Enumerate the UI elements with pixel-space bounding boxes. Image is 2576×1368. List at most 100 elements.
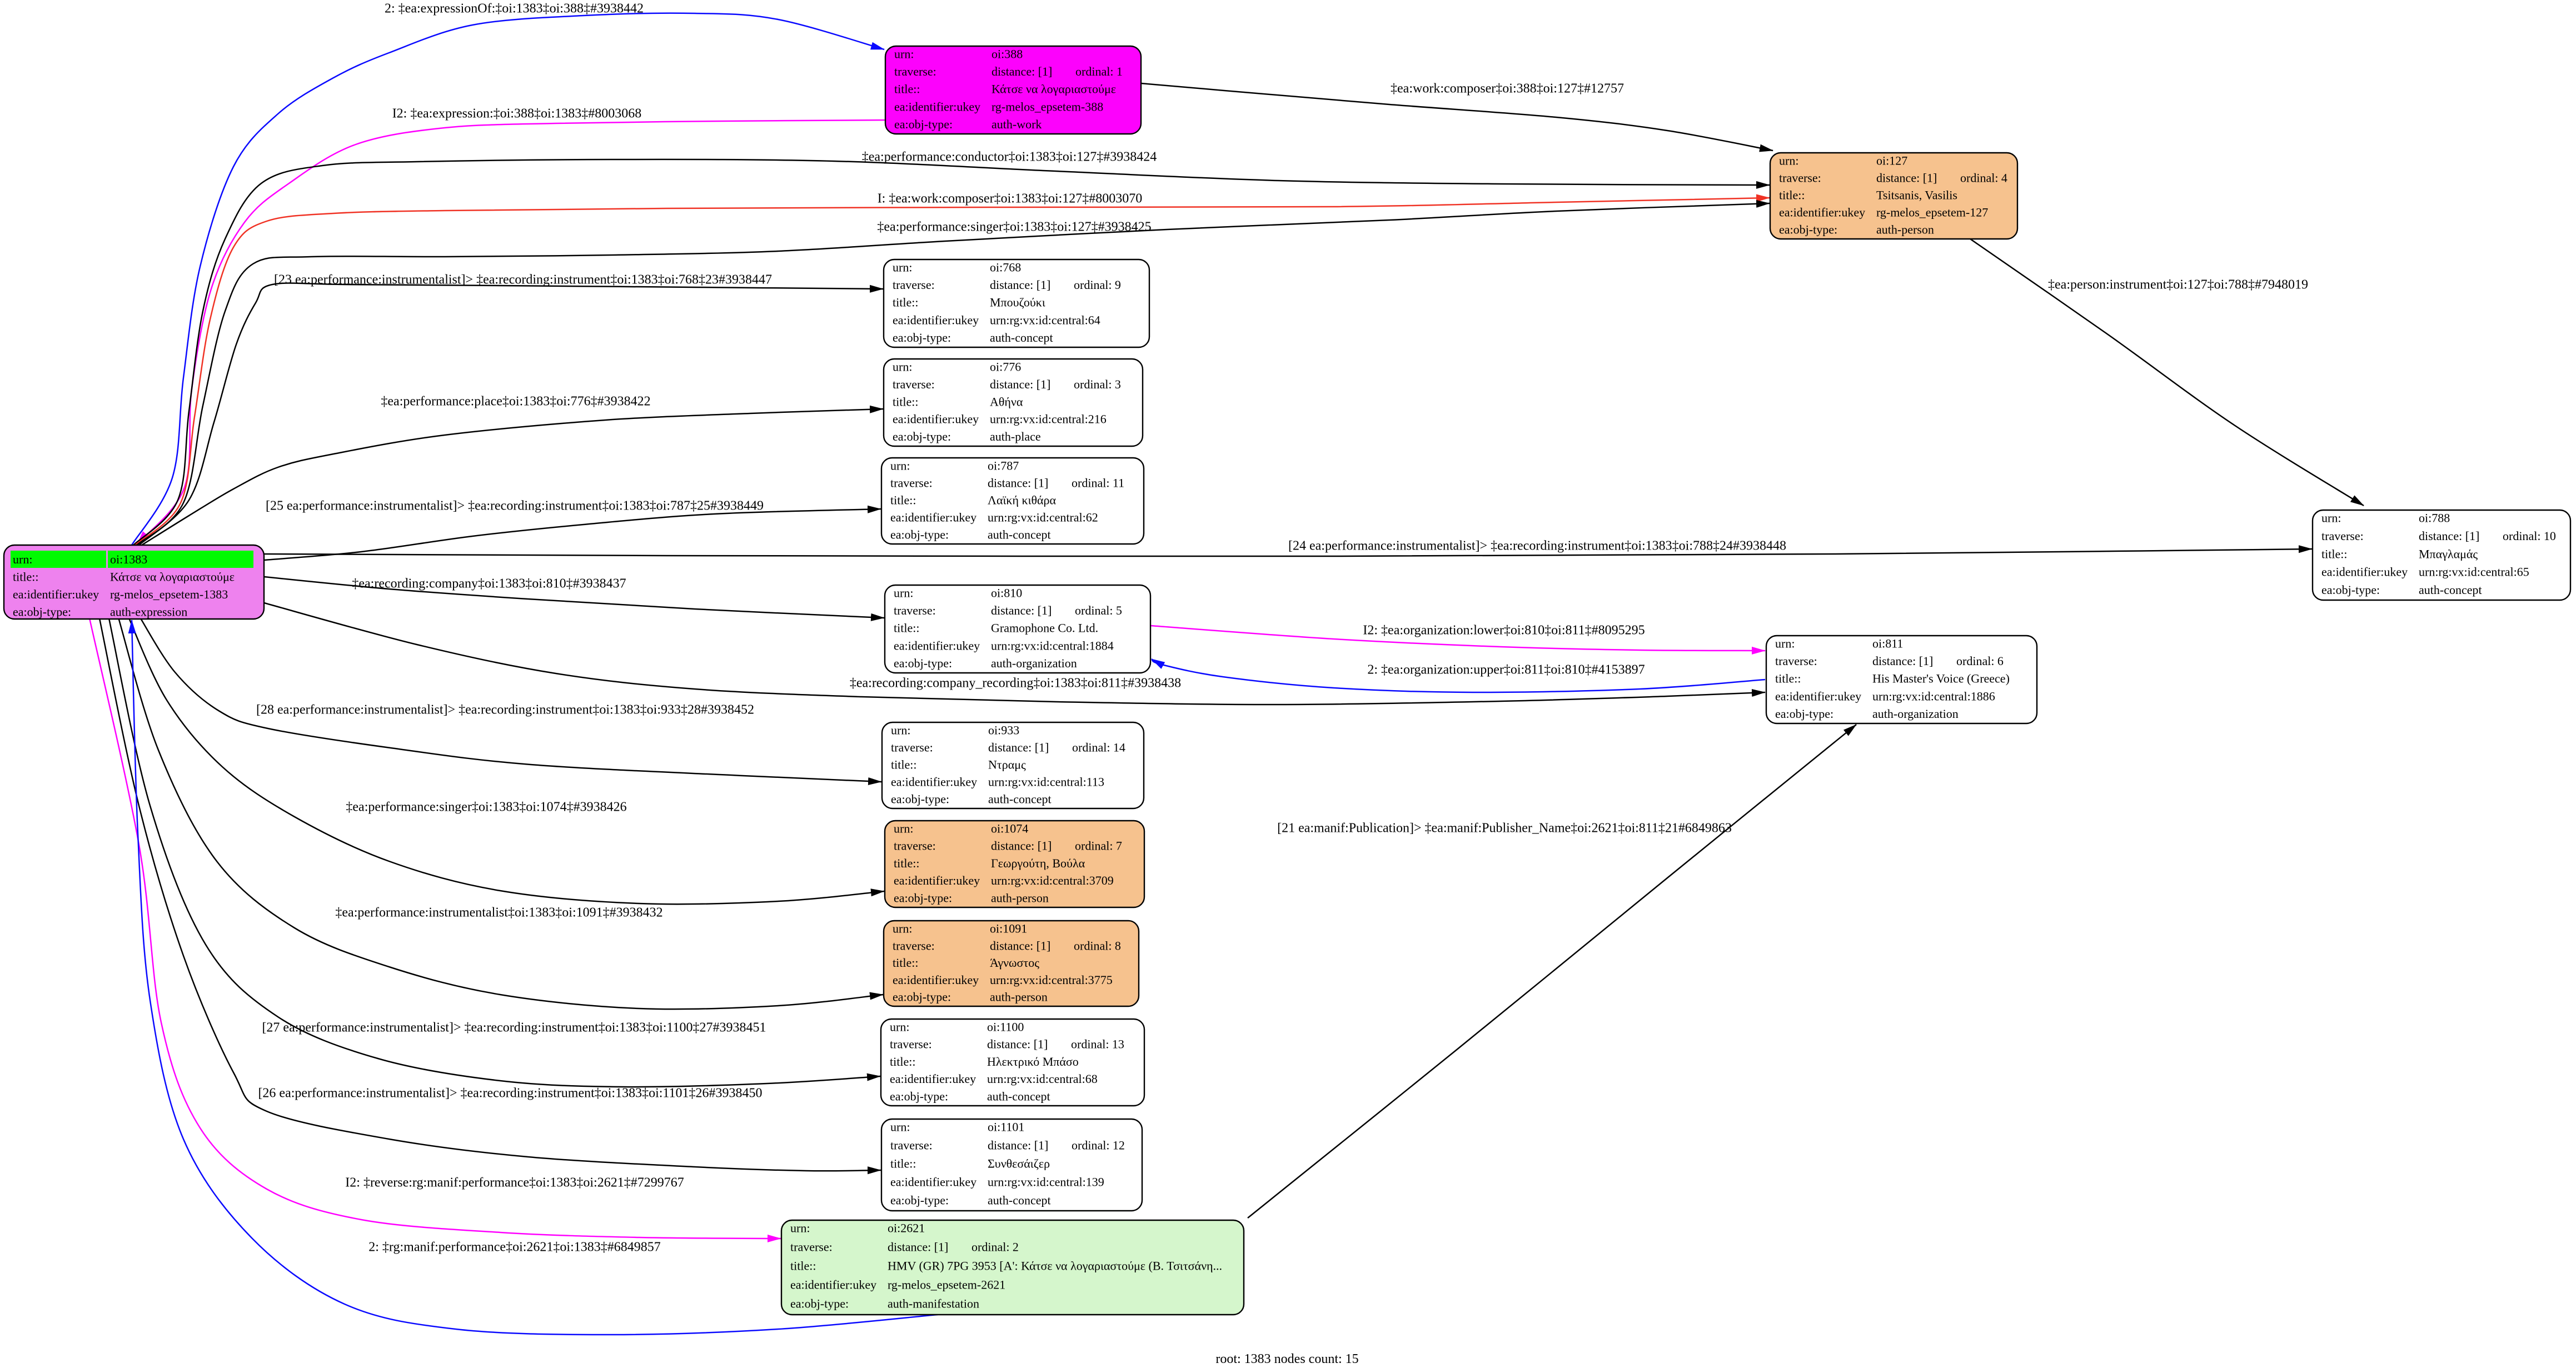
svg-text:auth-person: auth-person <box>990 990 1048 1004</box>
svg-text:auth-work: auth-work <box>991 117 1042 131</box>
svg-text:urn:rg:vx:id:central:65: urn:rg:vx:id:central:65 <box>2419 565 2529 579</box>
svg-text:auth-concept: auth-concept <box>987 1089 1050 1103</box>
svg-text:ea:identifier:ukey: ea:identifier:ukey <box>893 412 979 426</box>
svg-text:ordinal: 11: ordinal: 11 <box>1072 476 1124 490</box>
svg-text:title::: title:: <box>13 570 38 584</box>
svg-text:urn:rg:vx:id:central:113: urn:rg:vx:id:central:113 <box>988 775 1104 789</box>
svg-text:oi:388: oi:388 <box>991 47 1023 61</box>
svg-text:ea:obj-type:: ea:obj-type: <box>893 430 951 443</box>
svg-text:ea:identifier:ukey: ea:identifier:ukey <box>893 973 979 987</box>
svg-text:ordinal: 1: ordinal: 1 <box>1075 64 1123 78</box>
svg-text:ea:obj-type:: ea:obj-type: <box>2321 583 2380 597</box>
svg-text:distance: [1]: distance: [1] <box>991 839 1052 853</box>
svg-text:distance: [1]: distance: [1] <box>987 1037 1048 1051</box>
svg-text:ea:obj-type:: ea:obj-type: <box>890 528 949 542</box>
svg-text:[23 ea:performance:instrumenta: [23 ea:performance:instrumentalist]> ‡ea… <box>274 273 772 287</box>
svg-text:traverse:: traverse: <box>893 278 935 292</box>
svg-text:ea:obj-type:: ea:obj-type: <box>893 331 951 345</box>
svg-text:ordinal: 8: ordinal: 8 <box>1074 938 1121 952</box>
svg-text:auth-organization: auth-organization <box>1872 707 1959 721</box>
svg-text:title::: title:: <box>2321 547 2347 561</box>
svg-text:ordinal: 5: ordinal: 5 <box>1075 603 1122 617</box>
svg-text:auth-person: auth-person <box>1876 223 1934 237</box>
svg-text:ordinal: 12: ordinal: 12 <box>1072 1139 1125 1152</box>
svg-text:traverse:: traverse: <box>891 741 933 755</box>
svg-text:auth-expression: auth-expression <box>110 605 187 619</box>
svg-text:I2: ‡reverse:rg:manif:performa: I2: ‡reverse:rg:manif:performance‡oi:138… <box>345 1176 684 1190</box>
svg-text:urn:rg:vx:id:central:68: urn:rg:vx:id:central:68 <box>987 1072 1098 1086</box>
svg-text:Μπαγλαμάς: Μπαγλαμάς <box>2419 547 2478 561</box>
svg-text:title::: title:: <box>893 956 918 970</box>
svg-text:I2: ‡ea:expression:‡oi:388‡oi:: I2: ‡ea:expression:‡oi:388‡oi:1383‡#8003… <box>392 107 642 121</box>
svg-text:distance: [1]: distance: [1] <box>1872 654 1933 668</box>
svg-text:urn:rg:vx:id:central:64: urn:rg:vx:id:central:64 <box>990 313 1100 327</box>
svg-text:urn:: urn: <box>894 586 913 600</box>
svg-text:ea:identifier:ukey: ea:identifier:ukey <box>893 313 979 327</box>
svg-text:distance: [1]: distance: [1] <box>991 64 1052 78</box>
svg-text:urn:: urn: <box>890 1120 910 1134</box>
svg-text:I2: ‡ea:organization:lower‡oi:: I2: ‡ea:organization:lower‡oi:810‡oi:811… <box>1363 623 1645 638</box>
svg-text:ea:obj-type:: ea:obj-type: <box>894 117 953 131</box>
svg-text:distance: [1]: distance: [1] <box>988 476 1048 490</box>
svg-text:ea:identifier:ukey: ea:identifier:ukey <box>890 511 976 525</box>
svg-text:Gramophone Co. Ltd.: Gramophone Co. Ltd. <box>991 621 1098 635</box>
svg-text:‡ea:recording:company‡oi:1383‡: ‡ea:recording:company‡oi:1383‡oi:810‡#39… <box>352 577 626 591</box>
svg-text:urn:rg:vx:id:central:3709: urn:rg:vx:id:central:3709 <box>991 873 1114 887</box>
svg-text:urn:: urn: <box>894 822 913 836</box>
svg-text:title::: title:: <box>893 395 918 408</box>
svg-text:I: ‡ea:work:composer‡oi:1383‡o: I: ‡ea:work:composer‡oi:1383‡oi:127‡#800… <box>878 192 1143 206</box>
svg-text:ordinal: 14: ordinal: 14 <box>1072 741 1125 755</box>
svg-text:Γεωργούτη, Βούλα: Γεωργούτη, Βούλα <box>991 856 1085 870</box>
svg-text:2: ‡ea:expressionOf:‡oi:1383‡o: 2: ‡ea:expressionOf:‡oi:1383‡oi:388‡#393… <box>385 2 644 16</box>
svg-text:root: 1383 nodes count: 15: root: 1383 nodes count: 15 <box>1215 1352 1358 1366</box>
svg-text:Κάτσε να λογαριαστούμε: Κάτσε να λογαριαστούμε <box>991 82 1116 96</box>
svg-text:auth-concept: auth-concept <box>990 331 1053 345</box>
svg-text:urn:rg:vx:id:central:3775: urn:rg:vx:id:central:3775 <box>990 973 1113 987</box>
svg-text:ea:identifier:ukey: ea:identifier:ukey <box>13 587 99 601</box>
svg-text:ordinal: 4: ordinal: 4 <box>1960 171 2007 185</box>
svg-text:distance: [1]: distance: [1] <box>988 741 1049 755</box>
svg-text:oi:1101: oi:1101 <box>988 1120 1024 1134</box>
svg-text:oi:1383: oi:1383 <box>110 552 147 566</box>
svg-text:traverse:: traverse: <box>1775 654 1817 668</box>
svg-text:HMV (GR) 7PG 3953 [Α': Κάτσε ν: HMV (GR) 7PG 3953 [Α': Κάτσε να λογαριασ… <box>888 1259 1222 1273</box>
svg-text:traverse:: traverse: <box>894 603 936 617</box>
svg-text:urn:: urn: <box>890 1020 909 1034</box>
svg-text:ea:identifier:ukey: ea:identifier:ukey <box>894 638 980 652</box>
svg-text:Μπουζούκι: Μπουζούκι <box>990 296 1045 309</box>
svg-text:traverse:: traverse: <box>890 1037 932 1051</box>
svg-text:urn:: urn: <box>893 360 912 374</box>
svg-text:urn:: urn: <box>894 47 914 61</box>
svg-text:Συνθεσάιζερ: Συνθεσάιζερ <box>988 1157 1050 1171</box>
svg-text:ea:obj-type:: ea:obj-type: <box>890 1089 948 1103</box>
svg-text:distance: [1]: distance: [1] <box>1876 171 1937 185</box>
svg-text:traverse:: traverse: <box>790 1240 833 1254</box>
svg-text:title::: title:: <box>790 1259 816 1273</box>
svg-text:urn:rg:vx:id:central:139: urn:rg:vx:id:central:139 <box>988 1175 1104 1189</box>
svg-text:distance: [1]: distance: [1] <box>988 1139 1048 1152</box>
svg-text:urn:: urn: <box>790 1221 810 1235</box>
svg-text:rg-melos_epsetem-127: rg-melos_epsetem-127 <box>1876 206 1988 219</box>
svg-text:auth-concept: auth-concept <box>988 792 1052 806</box>
svg-text:traverse:: traverse: <box>894 839 936 853</box>
svg-text:ea:identifier:ukey: ea:identifier:ukey <box>890 1072 976 1086</box>
svg-text:[25 ea:performance:instrumenta: [25 ea:performance:instrumentalist]> ‡ea… <box>266 499 764 513</box>
svg-text:auth-place: auth-place <box>990 430 1041 443</box>
svg-text:distance: [1]: distance: [1] <box>2419 529 2479 543</box>
svg-text:title::: title:: <box>890 1157 916 1171</box>
svg-text:auth-concept: auth-concept <box>988 528 1051 542</box>
svg-text:[28 ea:performance:instrumenta: [28 ea:performance:instrumentalist]> ‡ea… <box>256 703 754 717</box>
svg-text:‡ea:person:instrument‡oi:127‡o: ‡ea:person:instrument‡oi:127‡oi:788‡#794… <box>2048 278 2308 292</box>
svg-text:ordinal: 10: ordinal: 10 <box>2503 529 2556 543</box>
svg-text:oi:1074: oi:1074 <box>991 822 1028 836</box>
svg-text:Αθήνα: Αθήνα <box>990 395 1023 408</box>
svg-text:ordinal: 3: ordinal: 3 <box>1074 377 1121 391</box>
svg-text:Tsitsanis, Vasilis: Tsitsanis, Vasilis <box>1876 188 1957 202</box>
svg-text:distance: [1]: distance: [1] <box>888 1240 948 1254</box>
svg-text:‡ea:performance:singer‡oi:1383: ‡ea:performance:singer‡oi:1383‡oi:1074‡#… <box>346 800 626 815</box>
svg-text:urn:rg:vx:id:central:216: urn:rg:vx:id:central:216 <box>990 412 1107 426</box>
svg-text:urn:: urn: <box>13 552 32 566</box>
svg-text:ea:obj-type:: ea:obj-type: <box>894 656 952 670</box>
svg-text:rg-melos_epsetem-2621: rg-melos_epsetem-2621 <box>888 1278 1005 1292</box>
svg-text:title::: title:: <box>894 856 919 870</box>
